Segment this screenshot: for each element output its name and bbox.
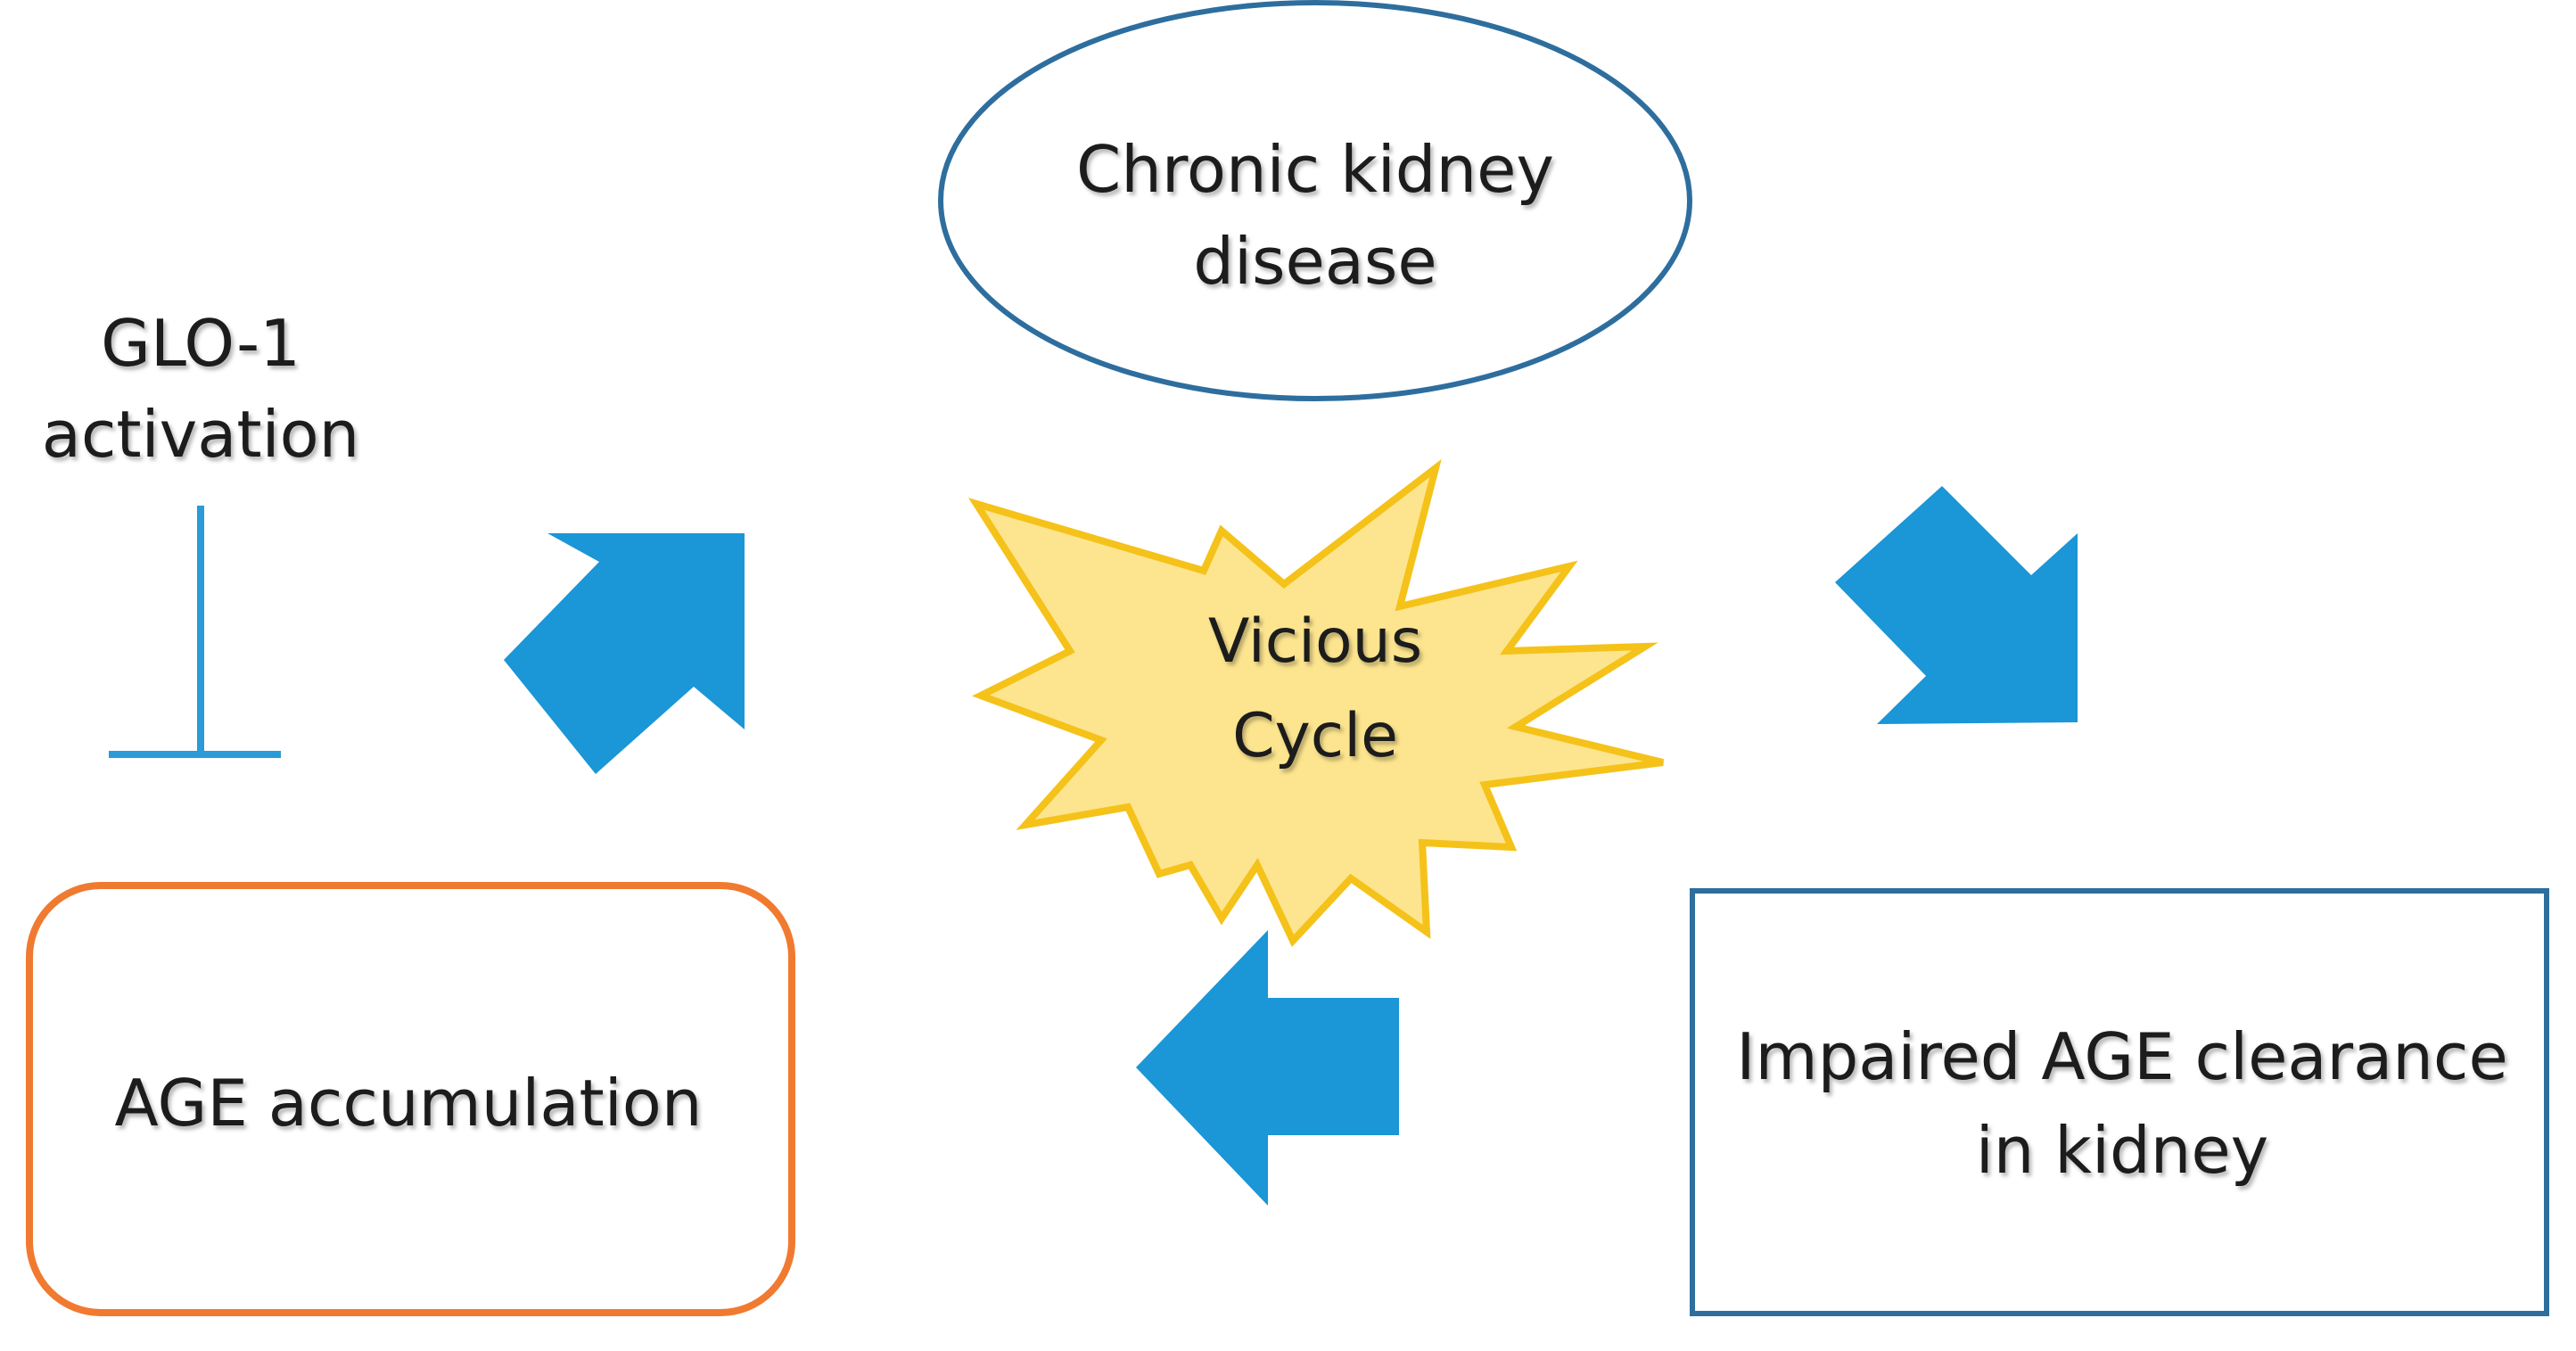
chronic-kidney-disease-node: Chronic kidney disease [938, 0, 1692, 401]
left-arrow-icon [1136, 930, 1399, 1206]
impaired-label-line1: Impaired AGE clearance [1736, 1019, 2508, 1094]
ckd-label-line1: Chronic kidney [1076, 132, 1554, 207]
glo1-activation-node: GLO-1 activation [42, 306, 360, 472]
impaired-clearance-node: Impaired AGE clearance in kidney [1690, 888, 2549, 1316]
vicious-label-line1: Vicious [1208, 606, 1422, 677]
glo1-label-line2: activation [42, 397, 360, 472]
down-right-arrow-icon [1835, 486, 2078, 724]
explosion-star-icon [967, 458, 1664, 948]
vicious-cycle-node: Vicious Cycle [967, 458, 1664, 948]
inhibition-t-bar-icon [109, 506, 281, 758]
ckd-label-line2: disease [1193, 224, 1436, 299]
up-right-arrow-icon [504, 533, 745, 774]
age-accumulation-node: AGE accumulation [26, 882, 795, 1316]
impaired-clearance-box [1690, 888, 2549, 1316]
age-accumulation-box [26, 882, 795, 1316]
vicious-label-line2: Cycle [1232, 701, 1398, 771]
glo1-label-line1: GLO-1 [101, 306, 300, 381]
age-accumulation-label: AGE accumulation [115, 1066, 703, 1141]
impaired-label-line2: in kidney [1976, 1113, 2268, 1188]
ckd-ellipse [938, 0, 1692, 401]
